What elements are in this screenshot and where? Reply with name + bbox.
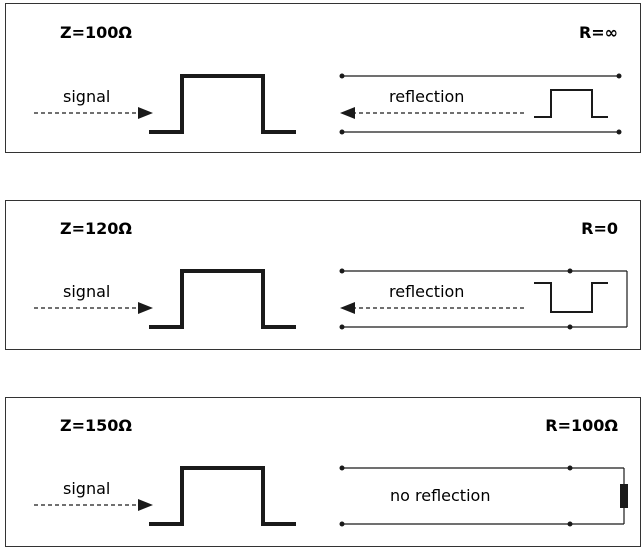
- line-node: [339, 129, 345, 135]
- reflected-positive-pulse: [534, 89, 608, 118]
- line-node: [567, 324, 573, 330]
- reflection-label: reflection: [389, 87, 464, 106]
- line-node: [339, 465, 345, 471]
- line-node: [616, 73, 622, 79]
- signal-label: signal: [63, 479, 110, 498]
- panel-1-diagram: Z=100Ω R=∞ signal reflection: [34, 23, 622, 135]
- termination-label: R=0: [581, 219, 618, 238]
- signal-arrowhead: [138, 302, 153, 314]
- line-node: [567, 521, 573, 527]
- incident-pulse: [149, 74, 296, 134]
- impedance-label: Z=120Ω: [60, 219, 132, 238]
- impedance-label: Z=100Ω: [60, 23, 132, 42]
- signal-label: signal: [63, 282, 110, 301]
- incident-pulse: [149, 466, 296, 526]
- no-reflection-label: no reflection: [390, 486, 490, 505]
- reflection-label: reflection: [389, 282, 464, 301]
- reflection-arrowhead: [340, 107, 355, 119]
- termination-label: R=∞: [579, 23, 618, 42]
- panel-2-diagram: Z=120Ω R=0 signal reflection: [34, 219, 628, 330]
- signal-arrowhead: [138, 107, 153, 119]
- panel-short-termination: Z=120Ω R=0 signal reflection: [5, 200, 641, 350]
- line-node: [567, 465, 573, 471]
- reflection-arrowhead: [340, 302, 355, 314]
- panel-open-termination: Z=100Ω R=∞ signal reflection: [5, 3, 641, 153]
- resistor-icon: [620, 484, 628, 508]
- signal-label: signal: [63, 87, 110, 106]
- reflected-negative-pulse: [534, 282, 608, 313]
- termination-label: R=100Ω: [545, 416, 618, 435]
- signal-arrowhead: [138, 499, 153, 511]
- panel-3-diagram: Z=150Ω R=100Ω signal no reflection: [34, 416, 628, 527]
- line-node: [567, 268, 573, 274]
- impedance-label: Z=150Ω: [60, 416, 132, 435]
- line-node: [339, 73, 345, 79]
- panel-matched-termination: Z=150Ω R=100Ω signal no reflection: [5, 397, 641, 547]
- line-node: [339, 324, 345, 330]
- line-node: [339, 521, 345, 527]
- incident-pulse: [149, 269, 296, 329]
- line-node: [339, 268, 345, 274]
- line-node: [616, 129, 622, 135]
